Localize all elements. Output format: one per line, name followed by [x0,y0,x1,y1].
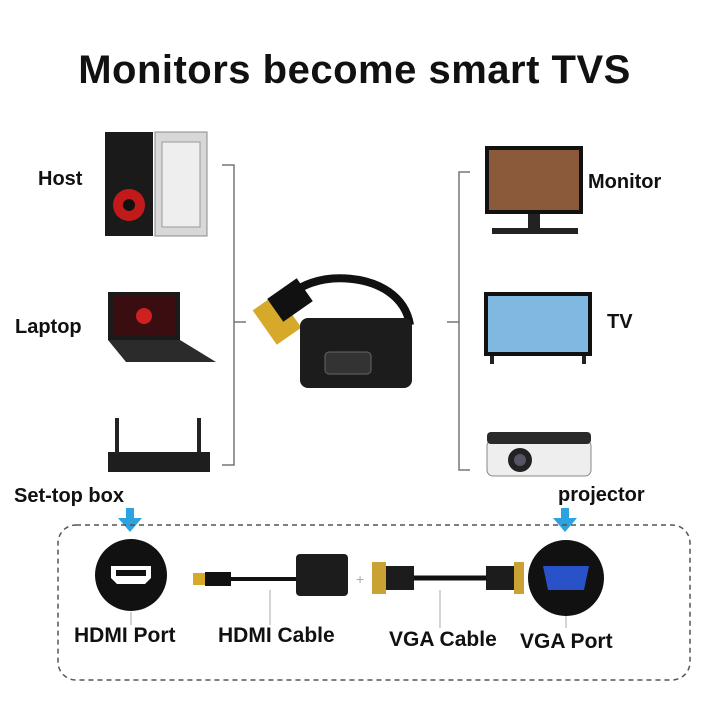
label-vga-port: VGA Port [520,630,613,653]
set-top-box-image [108,418,210,472]
hdmi-cable-image: + [193,554,364,625]
headline: Monitors become smart TVS [78,48,631,92]
laptop-image [108,292,216,362]
label-laptop: Laptop [15,316,82,338]
label-monitor: Monitor [588,171,662,193]
label-projector: projector [558,484,645,506]
left-bracket [222,164,246,466]
tv-image [484,292,592,364]
right-bracket [447,171,470,471]
label-hdmi-cable: HDMI Cable [218,624,335,647]
monitor-image [485,146,583,234]
label-set-top-box: Set-top box [14,485,124,507]
label-hdmi-port: HDMI Port [74,624,176,647]
vga-cable-image [372,562,524,628]
host-pc-image [105,131,208,237]
svg-text:+: + [356,571,364,587]
arrow-down-icon [118,508,142,532]
label-tv: TV [607,311,633,333]
label-vga-cable: VGA Cable [389,628,497,651]
vga-port-image [528,540,604,628]
label-host: Host [38,168,83,190]
hdmi-port-image [95,539,167,625]
arrow-down-icon [553,508,577,532]
hdmi-vga-adapter-image [252,274,414,388]
projector-image [486,432,592,477]
connection-box [57,524,691,681]
